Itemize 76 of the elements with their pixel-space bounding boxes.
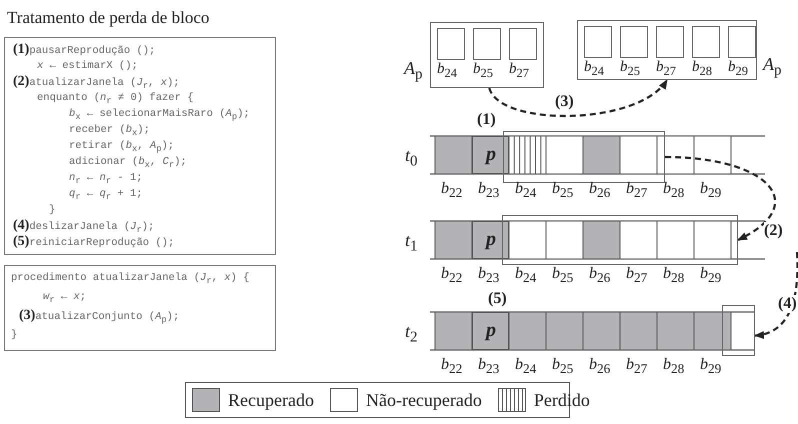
code-line: enquanto (n$_{r}$ ≠ 0) fazer { bbox=[37, 91, 194, 108]
block-label: b$_{29}$ bbox=[728, 59, 748, 80]
code-box bbox=[4, 37, 276, 255]
code-line: x ← estimarX (); bbox=[37, 59, 138, 73]
block-label: b$_{25}$ bbox=[552, 180, 574, 202]
block-label: b$_{27}$ bbox=[626, 265, 648, 286]
block-label: b$_{28}$ bbox=[663, 356, 684, 378]
window-frame bbox=[722, 305, 755, 356]
code-line: procedimento atualizarJanela (J$_{r}$, x) { bbox=[11, 271, 250, 288]
block-label: b$_{28}$ bbox=[692, 59, 712, 80]
code-line: (1)pausarReprodução (); bbox=[13, 43, 156, 58]
set-label: A$_{p}$ bbox=[763, 54, 782, 80]
code-line: } bbox=[49, 203, 56, 217]
dashed-arrow bbox=[754, 252, 798, 338]
block-label: b$_{26}$ bbox=[589, 180, 610, 202]
window-frame bbox=[502, 215, 738, 265]
code-line: receber (b$_{x}$); bbox=[69, 123, 150, 140]
block-label: b$_{23}$ bbox=[478, 356, 500, 378]
diagram-title: Tratamento de perda de bloco bbox=[7, 8, 210, 28]
block-label: b$_{22}$ bbox=[441, 356, 462, 378]
block-label: b$_{26}$ bbox=[589, 265, 610, 286]
set-label: A$_{p}$ bbox=[404, 58, 422, 84]
block-label: b$_{23}$ bbox=[478, 265, 500, 286]
block-label: b$_{24}$ bbox=[515, 180, 536, 202]
code-line: (5)reiniciarReprodução (); bbox=[13, 235, 174, 250]
block-label: b$_{28}$ bbox=[663, 180, 684, 202]
cell-letter: p bbox=[486, 143, 496, 166]
code-line: (4)deslizarJanela (J$_{r}$); bbox=[13, 219, 154, 236]
block-label: b$_{24}$ bbox=[515, 356, 536, 378]
code-box bbox=[4, 265, 276, 351]
code-line: q$_{r}$ ← q$_{r}$ + 1; bbox=[69, 187, 143, 204]
code-line: retirar (b$_{x}$, A$_{p}$); bbox=[69, 139, 174, 156]
block-label: b$_{24}$ bbox=[437, 61, 457, 82]
block-label: b$_{27}$ bbox=[626, 356, 648, 378]
cell-letter: p bbox=[486, 228, 496, 251]
block-label: b$_{26}$ bbox=[589, 356, 610, 378]
block-label: b$_{29}$ bbox=[700, 180, 722, 202]
block-label: b$_{29}$ bbox=[700, 356, 722, 378]
dashed-arrow bbox=[664, 156, 776, 241]
time-label: t$_{1}$ bbox=[405, 230, 418, 256]
buffer-cell bbox=[472, 136, 509, 174]
code-line: adicionar (b$_{x}$, C$_{r}$); bbox=[69, 155, 187, 172]
block-label: b$_{29}$ bbox=[700, 265, 722, 286]
code-line: (3)atualizarConjunto (A$_{p}$); bbox=[19, 309, 180, 328]
code-line: n$_{r}$ ← n$_{r}$ - 1; bbox=[69, 171, 143, 188]
time-label: t$_{2}$ bbox=[405, 321, 418, 347]
step-number: (1) bbox=[477, 111, 496, 129]
dashed-arrow bbox=[488, 79, 668, 117]
legend-text: Recuperado bbox=[228, 390, 314, 410]
block-label: b$_{22}$ bbox=[441, 265, 462, 286]
block-label: b$_{25}$ bbox=[552, 265, 574, 286]
time-label: t$_{0}$ bbox=[405, 145, 418, 171]
code-line: w$_{r}$ ← x; bbox=[43, 290, 86, 308]
block-label: b$_{25}$ bbox=[473, 61, 493, 82]
edge-label: (2) bbox=[764, 222, 783, 240]
buffer-cell bbox=[472, 221, 509, 259]
edge-label: (3) bbox=[555, 93, 574, 111]
block-label: b$_{27}$ bbox=[656, 59, 676, 80]
block-label: b$_{25}$ bbox=[620, 59, 640, 80]
window-frame bbox=[503, 131, 665, 183]
block-label: b$_{27}$ bbox=[509, 61, 529, 82]
block-label: b$_{28}$ bbox=[663, 265, 684, 286]
code-line: b$_{x}$ ← selecionarMaisRaro (A$_{p}$); bbox=[69, 107, 250, 124]
block-label: b$_{27}$ bbox=[626, 180, 648, 202]
code-line: } bbox=[11, 328, 18, 342]
cell-letter: p bbox=[486, 319, 496, 342]
block-label: b$_{25}$ bbox=[552, 356, 574, 378]
block-label: b$_{24}$ bbox=[584, 59, 604, 80]
code-line: (2)atualizarJanela (J$_{r}$, x); bbox=[13, 75, 180, 92]
block-label: b$_{22}$ bbox=[441, 180, 462, 202]
legend-text: Não-recuperado bbox=[366, 390, 482, 410]
step-number: (5) bbox=[488, 290, 507, 308]
edge-label: (4) bbox=[778, 295, 797, 313]
block-label: b$_{23}$ bbox=[478, 180, 500, 202]
block-label: b$_{24}$ bbox=[515, 265, 536, 286]
buffer-cell bbox=[472, 312, 509, 350]
